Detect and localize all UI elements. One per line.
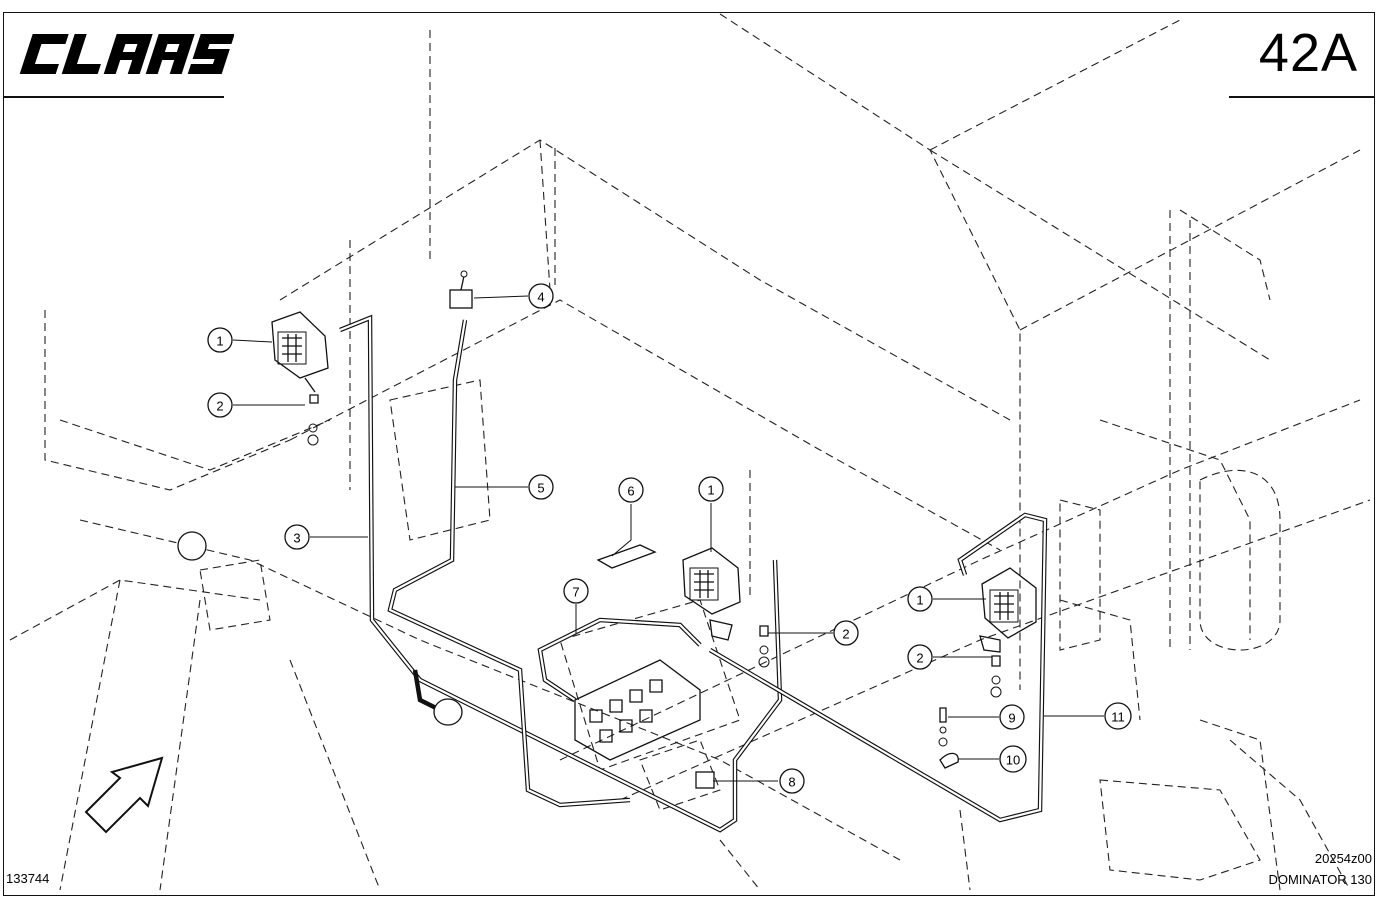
work-light-center: [682, 547, 770, 668]
callout-label: 10: [1006, 753, 1020, 768]
callout-1-left: 1: [207, 327, 233, 353]
callout-label: 3: [293, 531, 300, 546]
callout-label: 5: [537, 481, 544, 496]
callout-1-right: 1: [907, 586, 933, 612]
callout-8: 8: [779, 768, 805, 794]
callout-10: 10: [999, 745, 1027, 773]
callout-label: 2: [916, 651, 923, 666]
callout-2-center: 2: [833, 620, 859, 646]
callout-1-center: 1: [698, 476, 724, 502]
header-rule-right: [1229, 96, 1375, 98]
callout-label: 2: [216, 399, 223, 414]
callout-label: 11: [1111, 710, 1125, 725]
relay-small: [695, 771, 715, 789]
machine-outline: [9, 13, 1371, 891]
callout-label: 1: [916, 593, 923, 608]
callout-4: 4: [528, 283, 554, 309]
toggle-switch: [449, 270, 473, 309]
callout-2-left: 2: [207, 392, 233, 418]
drawing-number: 20254z00: [1314, 851, 1372, 866]
callout-label: 2: [842, 627, 849, 642]
callout-6: 6: [618, 477, 644, 503]
callout-9: 9: [999, 704, 1025, 730]
work-light-left: [271, 311, 329, 446]
sheet-number: 42A: [1258, 23, 1358, 83]
cable-harness: [339, 314, 1048, 833]
callout-5: 5: [528, 474, 554, 500]
model-name: DOMINATOR 130: [1268, 872, 1372, 887]
callout-label: 9: [1008, 711, 1015, 726]
callout-label: 1: [216, 334, 223, 349]
round-lamp: [177, 531, 463, 726]
claas-logo-mark: [19, 34, 235, 74]
callout-label: 8: [788, 775, 795, 790]
callout-7: 7: [563, 578, 589, 604]
callout-3: 3: [284, 524, 310, 550]
callout-11: 11: [1104, 702, 1132, 730]
callout-label: 6: [627, 484, 634, 499]
callout-label: 1: [707, 483, 714, 498]
work-light-right: [938, 567, 1037, 769]
cable-tie: [596, 544, 657, 569]
callout-2-right: 2: [907, 644, 933, 670]
document-number: 133744: [6, 871, 50, 886]
drawing-frame: [3, 12, 1375, 896]
callout-label: 4: [537, 290, 544, 305]
header-rule-left: [3, 96, 224, 98]
callout-label: 7: [572, 585, 579, 600]
brand-logo: [14, 30, 235, 85]
relay-block: [574, 659, 701, 761]
travel-direction-arrow: [84, 756, 164, 834]
leader-lines: [232, 295, 1104, 782]
